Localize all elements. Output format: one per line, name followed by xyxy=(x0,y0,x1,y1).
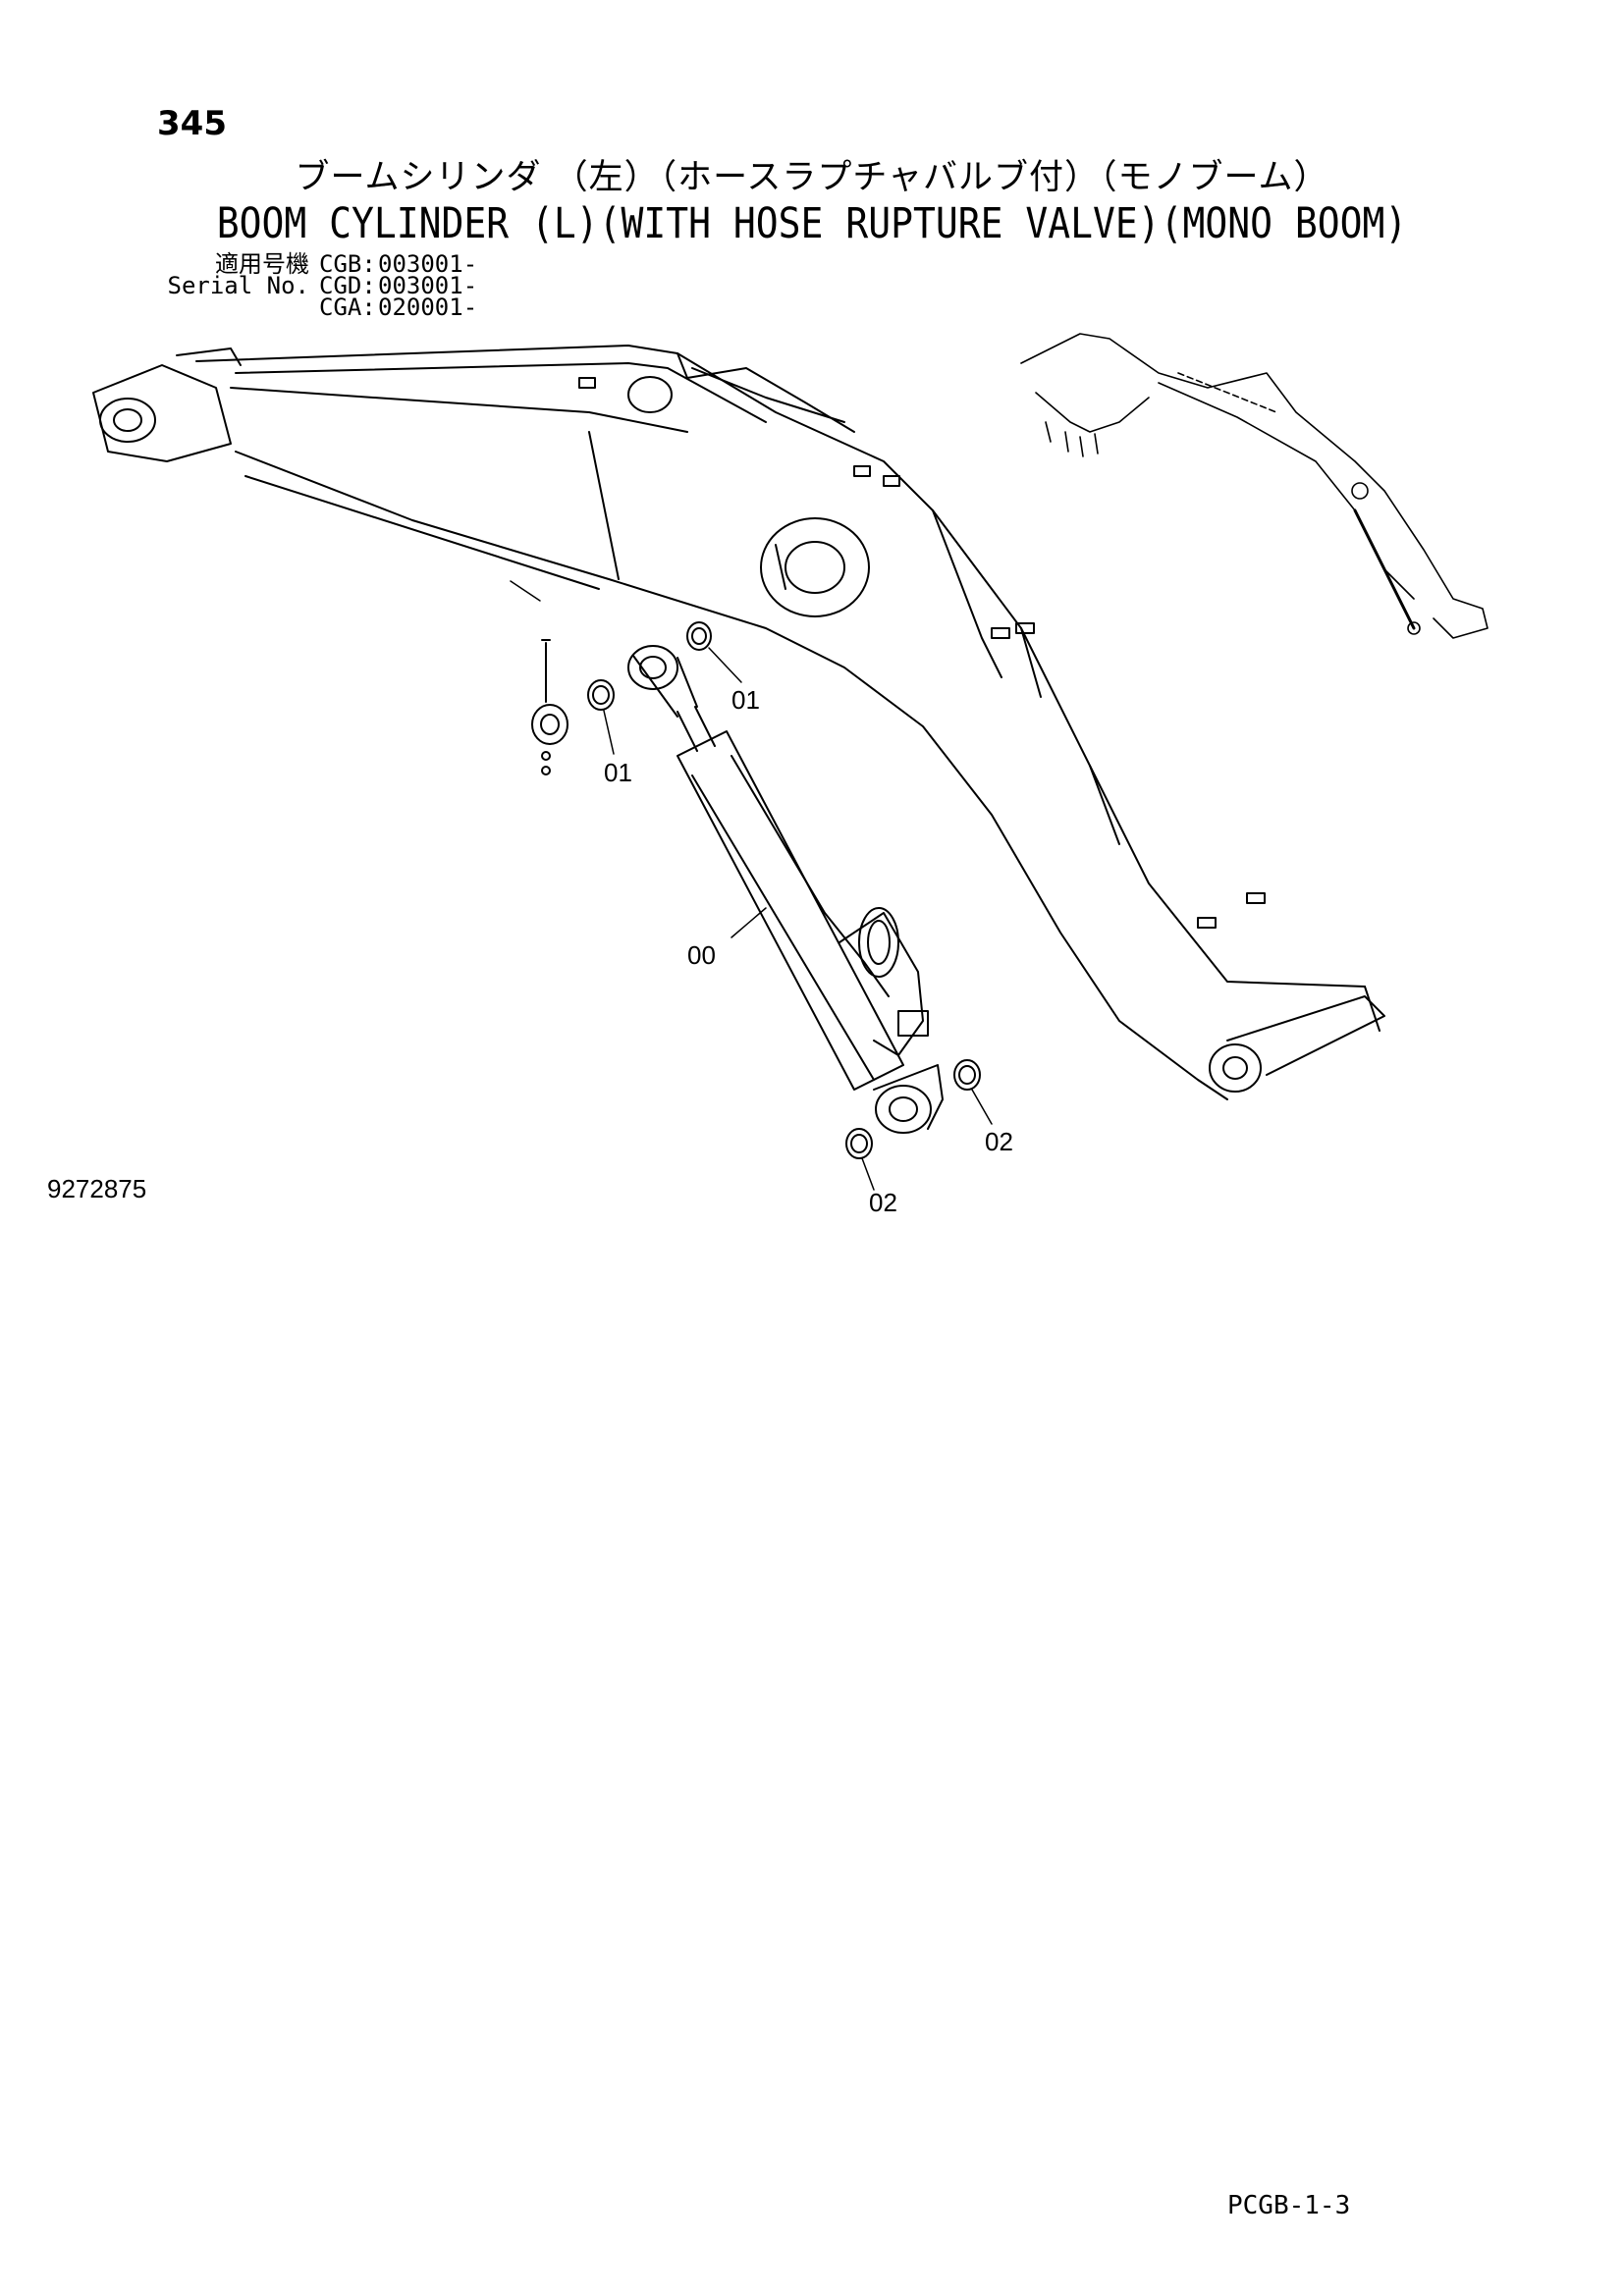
page-code: PCGB-1-3 xyxy=(1227,2191,1351,2220)
callout-label: 01 xyxy=(604,758,632,787)
serial-code: CGD: xyxy=(319,272,376,299)
title-english: BOOM CYLINDER (L)(WITH HOSE RUPTURE VALV… xyxy=(216,199,1408,248)
callout-label: 00 xyxy=(687,940,716,970)
drawing-number: 9272875 xyxy=(47,1174,147,1203)
boom-cylinder-illustration xyxy=(627,645,944,1134)
callout-label: 02 xyxy=(869,1188,897,1217)
serial-number-block: 適用号機 CGB: 003001- Serial No. CGD: 003001… xyxy=(152,250,478,321)
serial-value: 003001- xyxy=(378,272,478,299)
callout-label: 02 xyxy=(985,1127,1013,1156)
serial-label-jp: 適用号機 xyxy=(215,250,309,278)
serial-label-en: Serial No. xyxy=(167,272,310,299)
title-japanese: ブームシリンダ （左）（ホースラプチャバルブ付）（モノブーム） xyxy=(295,158,1329,197)
serial-row: Serial No. CGD: 003001- xyxy=(152,272,478,299)
serial-value: 003001- xyxy=(378,250,478,278)
callout-label: 01 xyxy=(731,685,760,715)
leader-lines xyxy=(510,580,993,1191)
inset-excavator-illustration xyxy=(1020,333,1489,639)
serial-row: 適用号機 CGB: 003001- xyxy=(152,250,478,278)
page-number: 345 xyxy=(157,104,227,143)
serial-value: 020001- xyxy=(378,294,478,321)
boom-illustration xyxy=(92,345,1385,1100)
serial-code: CGB: xyxy=(319,250,376,278)
parts-diagram xyxy=(92,333,1489,1191)
bushing-illustrations xyxy=(531,621,981,1159)
serial-code: CGA: xyxy=(319,294,376,321)
serial-row: CGA: 020001- xyxy=(152,294,478,321)
